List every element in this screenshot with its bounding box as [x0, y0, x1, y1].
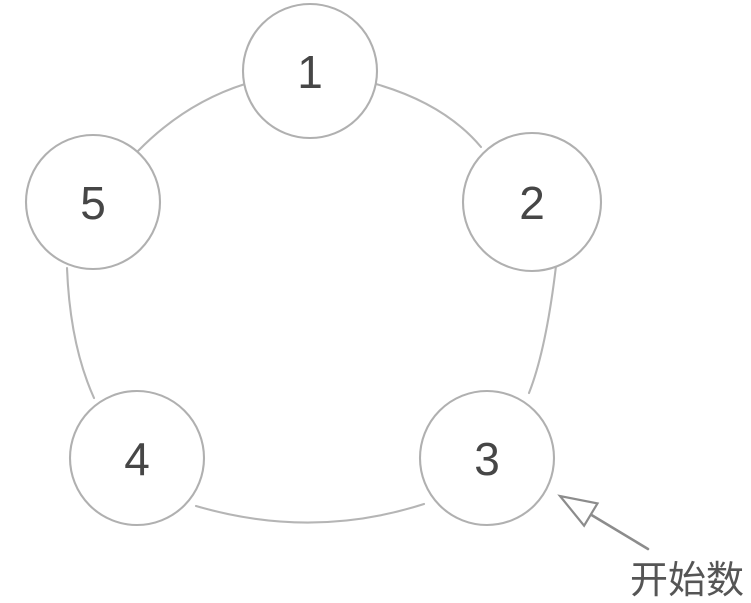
node-5-label: 5 [80, 177, 106, 229]
arrow-shaft [584, 510, 650, 551]
node-2-circle[interactable] [461, 131, 603, 273]
edge-1-to-2 [374, 82, 483, 149]
edge-2-to-3 [527, 264, 558, 395]
node-4[interactable]: 4 [68, 389, 206, 527]
node-3[interactable]: 3 [418, 389, 556, 527]
node-4-label: 4 [124, 433, 150, 485]
node-3-label: 3 [474, 433, 500, 485]
node-5-circle[interactable] [24, 133, 162, 271]
node-4-circle[interactable] [68, 389, 206, 527]
node-1-circle[interactable] [241, 2, 379, 140]
node-2-label: 2 [519, 177, 545, 229]
node-1[interactable]: 1 [241, 2, 379, 140]
arrow-head-icon [557, 494, 600, 528]
edge-group [65, 82, 558, 524]
edge-3-to-4 [194, 502, 426, 524]
edge-4-to-5 [65, 266, 96, 400]
start-count-label: 开始数 [630, 560, 744, 602]
edge-5-to-1 [136, 82, 247, 153]
node-3-circle[interactable] [418, 389, 556, 527]
node-5[interactable]: 5 [24, 133, 162, 271]
start-count-arrow [557, 494, 650, 551]
node-1-label: 1 [297, 46, 323, 98]
node-2[interactable]: 2 [461, 131, 603, 273]
